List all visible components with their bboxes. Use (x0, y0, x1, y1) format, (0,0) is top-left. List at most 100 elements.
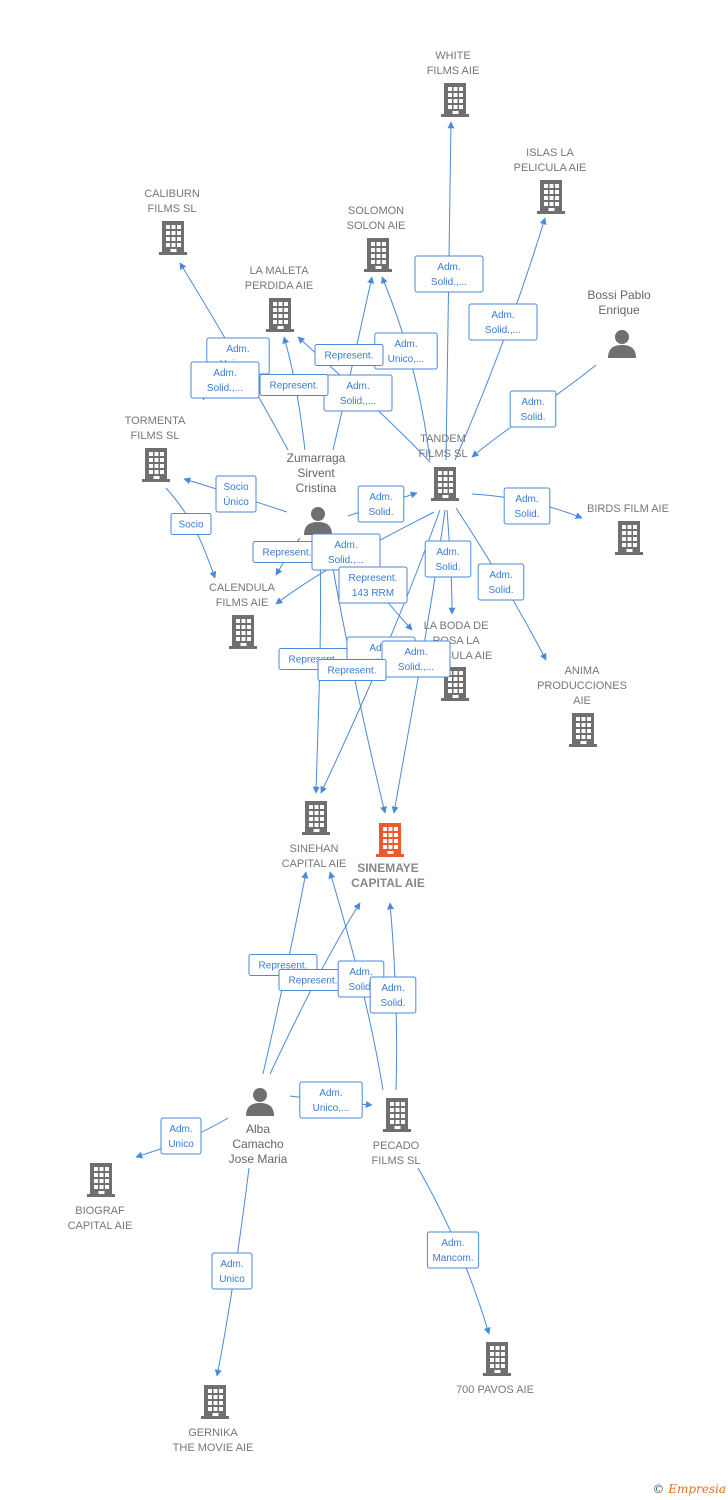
edge-label-box[interactable] (424, 540, 472, 578)
node-label-sinemaye[interactable]: SINEMAYE (357, 861, 419, 875)
edge-label-text[interactable]: Socio (178, 520, 203, 531)
edge-label-text[interactable]: Mancom. (432, 1253, 473, 1264)
node-label-birds[interactable]: BIRDS FILM AIE (587, 503, 669, 515)
node-label-white[interactable]: WHITE (435, 50, 470, 62)
node-label-caliburn[interactable]: CALIBURN (144, 188, 200, 200)
edge-label-text[interactable]: Unico (219, 1274, 245, 1285)
node-label-white[interactable]: FILMS AIE (427, 65, 480, 77)
person-icon[interactable] (608, 330, 636, 358)
edge-label-text[interactable]: Adm. (489, 570, 512, 581)
edge-label-tandem-maleta[interactable]: Adm.Solid.,... (323, 374, 393, 412)
building-icon[interactable] (569, 713, 597, 747)
building-icon[interactable] (266, 298, 294, 332)
building-icon[interactable] (441, 83, 469, 117)
node-label-maleta[interactable]: PERDIDA AIE (245, 280, 313, 292)
edge-label-text[interactable]: Solid.,... (485, 325, 521, 336)
edge-label-text[interactable]: Solid. (514, 509, 539, 520)
node-label-zumarraga[interactable]: Sirvent (297, 466, 335, 480)
edge-label-box[interactable] (414, 255, 484, 293)
edge-label-text[interactable]: Represent. (289, 976, 338, 987)
building-icon[interactable] (87, 1163, 115, 1197)
edge-label-bossi-tandem[interactable]: Adm.Solid. (509, 390, 557, 428)
node-label-sinemaye[interactable]: CAPITAL AIE (351, 876, 425, 890)
edge-label-text[interactable]: Represent. (263, 548, 312, 559)
edge-label-box[interactable] (317, 659, 387, 681)
edge-label-text[interactable]: Unico (168, 1139, 194, 1150)
edge-label-text[interactable]: Unico,... (388, 354, 425, 365)
node-label-zumarraga[interactable]: Cristina (296, 481, 337, 495)
edge-label-text[interactable]: Solid. (368, 507, 393, 518)
edge-label-box[interactable] (215, 475, 257, 513)
edge-label-text[interactable]: Solid.,... (431, 277, 467, 288)
edge-label-box[interactable] (211, 1252, 253, 1290)
building-icon[interactable] (615, 521, 643, 555)
building-icon[interactable] (159, 221, 187, 255)
node-label-alba[interactable]: Alba (246, 1122, 270, 1136)
edge-label-box[interactable] (477, 563, 525, 601)
node-label-islas[interactable]: ISLAS LA (526, 147, 574, 159)
edge-label-text[interactable]: Adm. (515, 494, 538, 505)
edge-label-text[interactable]: Adm. (441, 1238, 464, 1249)
edge-label-text[interactable]: Adm. (491, 310, 514, 321)
edge-label-text[interactable]: Solid.,... (340, 396, 376, 407)
person-icon[interactable] (246, 1088, 274, 1116)
edge-label-pecado-pavos[interactable]: Adm. Mancom. (426, 1231, 480, 1269)
node-label-anima[interactable]: PRODUCCIONES (537, 680, 627, 692)
node-label-sinehan[interactable]: SINEHAN (290, 843, 339, 855)
edge-label-text[interactable]: Adm. (334, 540, 357, 551)
edge-label-box[interactable] (170, 513, 212, 535)
edge-label-tandem-islas[interactable]: Adm. Solid.,... (468, 303, 538, 341)
edge-label-text[interactable]: Adm. (394, 339, 417, 350)
node-white[interactable]: WHITE FILMS AIE (427, 50, 480, 117)
node-label-calendula[interactable]: FILMS AIE (216, 597, 269, 609)
brand-logo[interactable]: Empresia (668, 1482, 726, 1496)
edge-label-text[interactable]: Adm. (226, 344, 249, 355)
edge-label-text[interactable]: Adm. (349, 967, 372, 978)
edge-label-text[interactable]: Adm. (436, 547, 459, 558)
edge-label-pecado-sinemaye[interactable]: Adm.Solid. (369, 976, 417, 1014)
node-pavos[interactable]: 700 PAVOS AIE (456, 1342, 534, 1396)
edge-label-text[interactable]: Represent. (325, 351, 374, 362)
edge-label-box[interactable] (338, 566, 408, 604)
node-caliburn[interactable]: CALIBURN FILMS SL (144, 188, 200, 255)
edge-label-box[interactable] (426, 1231, 480, 1269)
node-label-caliburn[interactable]: FILMS SL (148, 203, 197, 215)
node-label-alba[interactable]: Jose Maria (229, 1152, 288, 1166)
building-icon[interactable] (142, 448, 170, 482)
node-label-alba[interactable]: Camacho (232, 1137, 284, 1151)
edge-label-zum-solomon[interactable]: Represent. (314, 344, 384, 366)
edge-label-text[interactable]: Adm. (169, 1124, 192, 1135)
node-label-gernika[interactable]: GERNIKA (188, 1427, 238, 1439)
edge-label-box[interactable] (259, 374, 329, 396)
edge-label-text[interactable]: Único (223, 495, 249, 508)
node-label-tandem[interactable]: FILMS SL (419, 448, 468, 460)
edge-label-tandem-sinemaye[interactable]: Adm.Solid.,... (381, 640, 451, 678)
edge-label-text[interactable]: 143 RRM (352, 588, 394, 599)
building-icon[interactable] (537, 180, 565, 214)
node-label-pecado[interactable]: FILMS SL (372, 1155, 421, 1167)
edge-label-text[interactable]: Adm. (220, 1259, 243, 1270)
person-icon[interactable] (304, 507, 332, 535)
edge-label-text[interactable]: Solid. (488, 585, 513, 596)
edge-label-zum-boda[interactable]: Represent.143 RRM (338, 566, 408, 604)
node-label-bossi[interactable]: Bossi Pablo (587, 288, 651, 302)
building-highlight-icon[interactable] (376, 823, 404, 857)
edge-label-text[interactable]: Adm. (381, 983, 404, 994)
edge-label-text[interactable]: Represent. (270, 381, 319, 392)
node-label-bossi[interactable]: Enrique (598, 303, 640, 317)
edge-label-box[interactable] (468, 303, 538, 341)
building-icon[interactable] (383, 1098, 411, 1132)
